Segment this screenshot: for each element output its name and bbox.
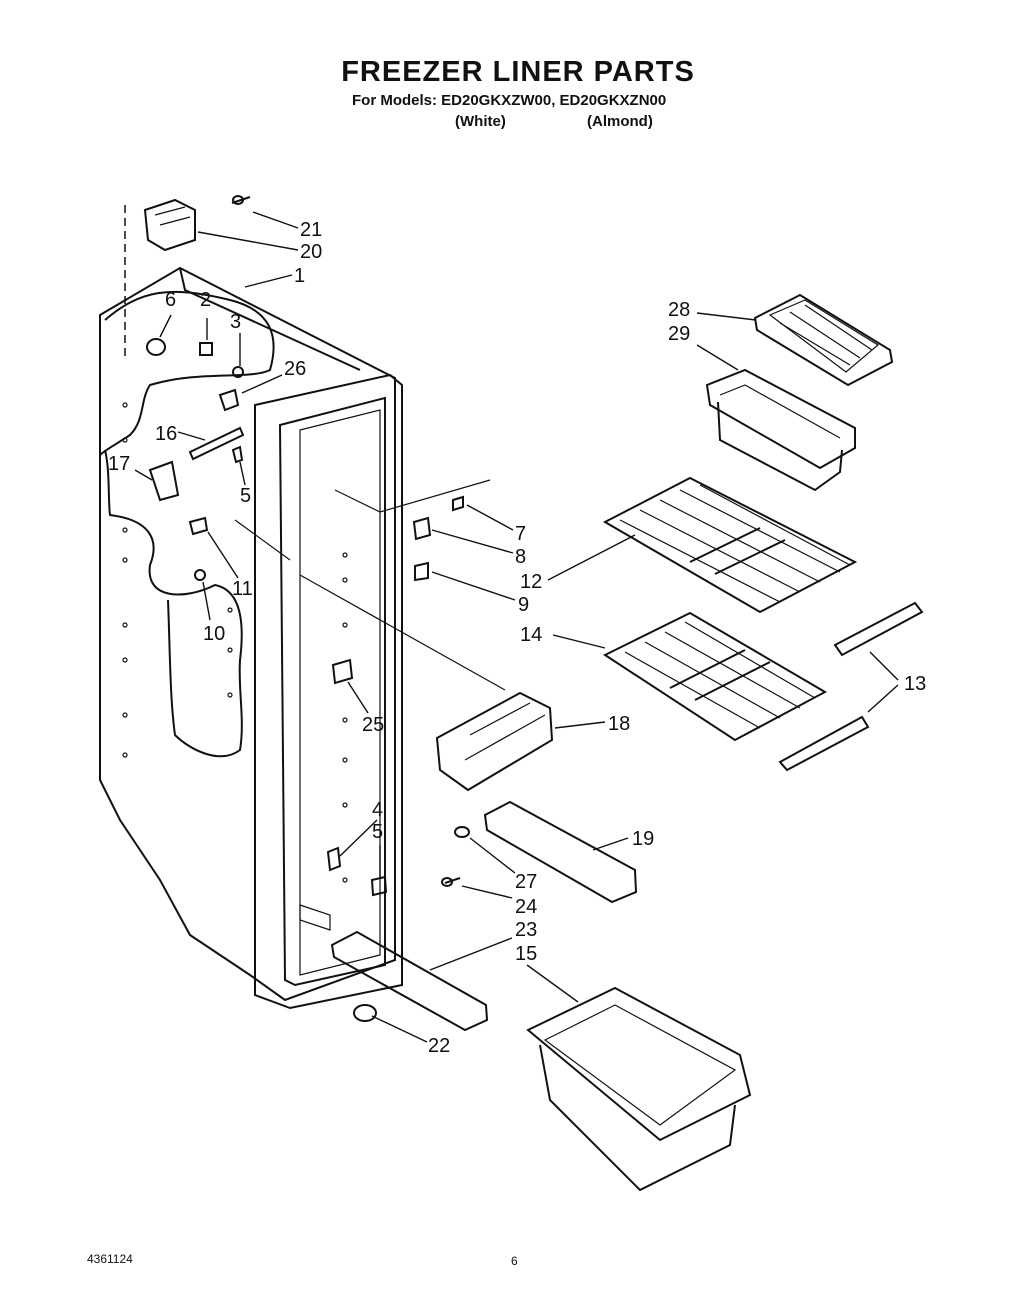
- callout-7: 7: [515, 523, 526, 545]
- callout-11: 11: [232, 578, 253, 600]
- variant-white: (White): [455, 113, 506, 130]
- part-21-screw: [231, 195, 251, 205]
- callout-17: 17: [108, 453, 130, 475]
- callout-1: 1: [294, 265, 305, 287]
- part-15-drawer-pan: [526, 986, 752, 1192]
- callout-numbers: 21 20 1 6 2 3 26 16 17 5 11 10 7 8 9 12 …: [108, 219, 926, 1057]
- page-number: 6: [511, 1254, 518, 1268]
- callout-28: 28: [668, 299, 690, 321]
- callout-19: 19: [632, 828, 654, 850]
- part-5-screw-top: [231, 445, 244, 464]
- part-20-bracket: [143, 198, 196, 252]
- callout-16: 16: [155, 423, 177, 445]
- part-10-fastener: [194, 569, 206, 581]
- part-3-fastener: [232, 366, 244, 378]
- part-13-rail-lower: [778, 715, 870, 772]
- callout-26: 26: [284, 358, 306, 380]
- callout-22: 22: [428, 1035, 450, 1057]
- page-title: FREEZER LINER PARTS: [341, 56, 695, 88]
- callout-27: 27: [515, 871, 537, 893]
- callout-21: 21: [300, 219, 322, 241]
- part-29-ice-bin: [705, 368, 856, 492]
- part-9-clip: [414, 561, 429, 582]
- part-18-cover: [435, 691, 554, 792]
- document-number: 4361124: [87, 1252, 133, 1266]
- part-25-switch: [331, 658, 354, 685]
- leader-lines: [134, 211, 899, 1043]
- callout-23: 23: [515, 919, 537, 941]
- callout-5-upper: 5: [240, 485, 251, 507]
- part-6-plug: [146, 338, 166, 356]
- callout-9: 9: [518, 594, 529, 616]
- callout-14: 14: [520, 624, 542, 646]
- part-12-wire-shelf: [602, 476, 858, 614]
- models-line: For Models: ED20GKXZW00, ED20GKXZN00: [352, 92, 667, 109]
- part-16-damper-rod: [188, 426, 245, 461]
- callout-25: 25: [362, 714, 384, 736]
- part-2-nut: [199, 342, 213, 356]
- callout-29: 29: [668, 323, 690, 345]
- part-26-clip: [218, 388, 240, 412]
- part-27-screw: [454, 826, 470, 838]
- part-4-fastener: [326, 846, 342, 872]
- part-14-wire-shelf: [602, 611, 828, 742]
- freezer-liner-drawing: [99, 266, 506, 1010]
- part-23-support: [330, 930, 489, 1032]
- part-28-ice-tray: [753, 293, 894, 387]
- part-24-head: [441, 877, 453, 887]
- callout-12: 12: [520, 571, 542, 593]
- callout-8: 8: [515, 546, 526, 568]
- callout-3: 3: [230, 311, 241, 333]
- callout-24: 24: [515, 896, 537, 918]
- part-5-screw-lower: [370, 875, 388, 897]
- part-8-clip: [412, 516, 432, 541]
- callout-10: 10: [203, 623, 225, 645]
- part-7-clip: [452, 495, 464, 512]
- variant-almond: (Almond): [587, 113, 653, 130]
- callout-6: 6: [165, 289, 176, 311]
- callout-5-lower: 5: [372, 821, 383, 843]
- part-11-fastener: [188, 516, 209, 536]
- callout-4: 4: [372, 799, 383, 821]
- callout-15: 15: [515, 943, 537, 965]
- part-22-plug: [353, 1004, 377, 1022]
- callout-13: 13: [904, 673, 926, 695]
- callout-20: 20: [300, 241, 322, 263]
- callout-18: 18: [608, 713, 630, 735]
- callout-2: 2: [200, 289, 211, 311]
- part-17-control: [148, 460, 180, 502]
- part-19-support: [483, 800, 638, 904]
- part-13-rail-upper: [833, 601, 924, 657]
